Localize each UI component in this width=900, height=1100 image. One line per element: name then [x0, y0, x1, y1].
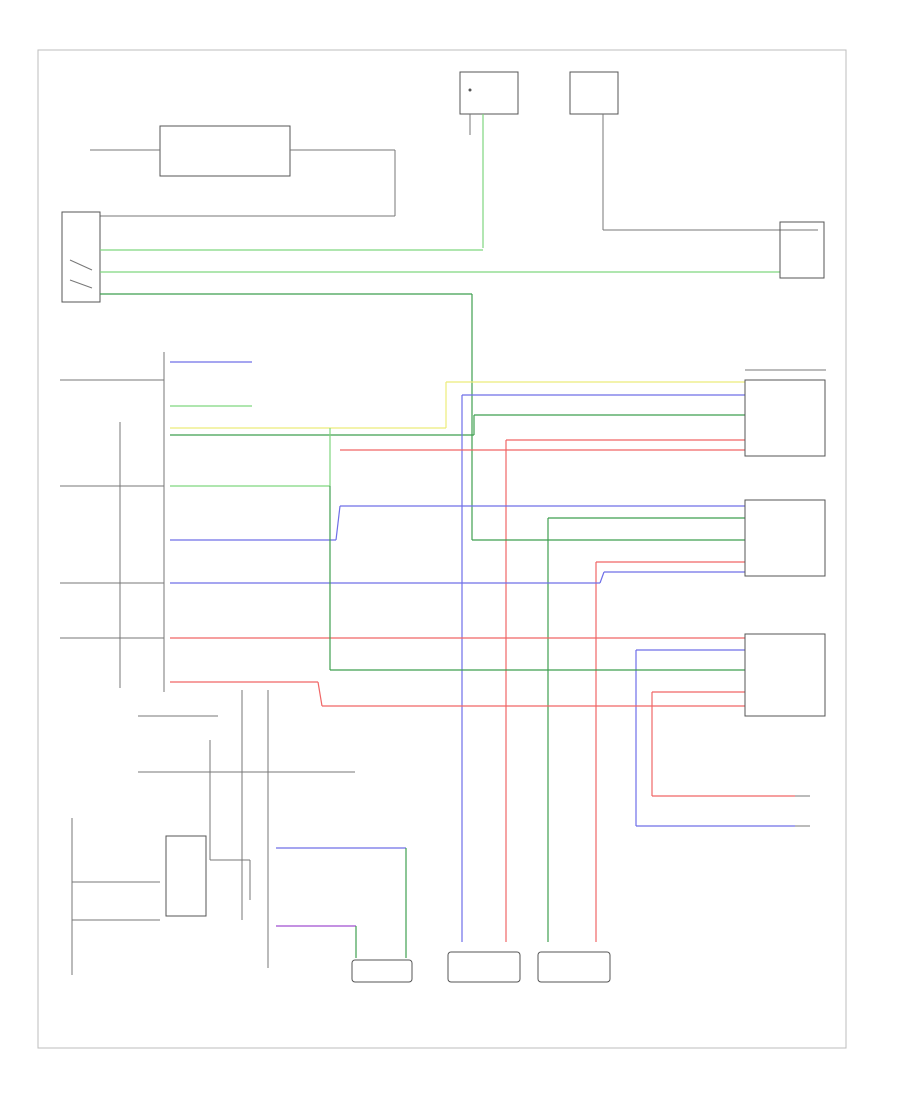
- wire-red-3b: [317, 681, 323, 707]
- top-right-relay: [779, 221, 825, 279]
- top-fuse-block-right: [569, 71, 818, 231]
- lower-left-switch-assembly: [71, 690, 355, 975]
- right-front-switch-block: [744, 633, 826, 717]
- right-rear-motor: [537, 951, 611, 983]
- top-left-connector: [90, 125, 396, 217]
- main-switch-block: [61, 211, 101, 303]
- left-rear-switch-block: [744, 369, 826, 457]
- wire-blue-rr-b: [335, 505, 341, 541]
- diagram-frame: [37, 49, 847, 1049]
- right-rear-switch-block: [744, 499, 826, 577]
- master-switch-column: [60, 352, 165, 692]
- left-rear-motor: [447, 951, 521, 983]
- left-front-motor: [351, 959, 413, 983]
- right-front-motor-connector: [795, 795, 810, 827]
- top-fuse-block-left: [459, 71, 519, 248]
- wire-blue-rr-2b: [599, 571, 605, 584]
